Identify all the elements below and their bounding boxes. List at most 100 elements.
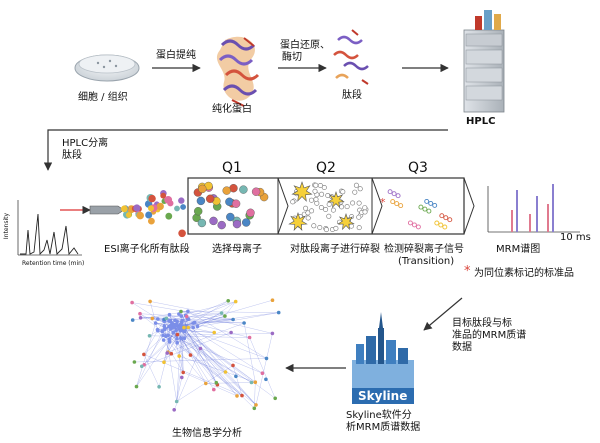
q2-fragment [326, 201, 332, 207]
q3-fragment [434, 220, 440, 226]
network-edge [180, 311, 273, 334]
collision-burst [327, 191, 345, 209]
ion-dot [165, 212, 173, 220]
ion-dot [136, 211, 144, 220]
network-node [167, 337, 171, 342]
q2-fragment [305, 215, 311, 221]
network-edge [225, 371, 257, 406]
label-star: * [380, 196, 386, 209]
q1-label: Q1 [222, 160, 242, 176]
network-node [181, 370, 185, 375]
q2-fragment [352, 189, 358, 195]
network-node [167, 312, 172, 317]
network-node [140, 364, 144, 369]
network-node [231, 363, 235, 368]
network-node [174, 399, 179, 404]
q2-fragment [333, 225, 339, 231]
network-edge [140, 315, 182, 318]
skyline-label-1: Skyline软件分 [346, 410, 412, 421]
q1-ion [217, 220, 226, 230]
network-node [169, 351, 174, 356]
interaction-network-icon [130, 298, 281, 412]
ion-dot [125, 212, 132, 218]
network-node [148, 299, 152, 304]
network-edge [224, 301, 236, 317]
network-edge [176, 377, 182, 402]
network-node [173, 318, 177, 323]
legend-star-icon: * [464, 264, 471, 279]
network-edge [193, 312, 279, 328]
network-node [165, 351, 169, 355]
network-edge [180, 311, 187, 327]
network-node [235, 394, 239, 398]
q1-ion [196, 196, 206, 206]
q1-ion [209, 216, 218, 226]
q2-fragment [303, 205, 309, 211]
network-node [212, 387, 216, 392]
network-node [132, 360, 137, 364]
network-node [233, 299, 238, 304]
q3-fragment [439, 213, 445, 219]
network-edge [175, 325, 243, 396]
q3-transition-chains: * [380, 189, 453, 230]
q1-ion [198, 184, 207, 194]
q3-fragment [395, 193, 401, 199]
peptide-fragments-icon [333, 29, 369, 85]
bioinfo-label: 生物信息学分析 [172, 428, 242, 439]
q2-fragment [290, 199, 296, 205]
ion-dot [156, 202, 164, 211]
network-edge [143, 325, 175, 355]
network-node [161, 333, 165, 338]
q2-fragment [339, 204, 345, 210]
q2-fragment [305, 210, 311, 216]
q3-fragment [411, 222, 417, 228]
network-edge [163, 339, 170, 363]
q2-fragment [356, 214, 362, 220]
detect-label-2: (Transition) [398, 256, 455, 267]
network-node [182, 336, 187, 341]
network-node [177, 354, 181, 358]
q2-fragment [340, 189, 346, 195]
ion-dot [145, 211, 153, 219]
esi-needle-icon [89, 205, 125, 215]
network-edge [177, 301, 236, 343]
network-node [178, 322, 183, 327]
network-node [174, 328, 178, 333]
chromatogram-x-label: Retention time (min) [22, 260, 85, 267]
network-edge [181, 329, 256, 383]
q1-ion [197, 218, 207, 228]
network-edge [176, 333, 273, 336]
network-edge [166, 318, 169, 336]
network-node [270, 331, 275, 336]
network-edge [163, 324, 174, 363]
collision-burst [337, 213, 355, 231]
network-edge [150, 301, 225, 317]
q2-fragment [317, 183, 323, 189]
network-node [172, 408, 176, 412]
q3-fragment [398, 203, 404, 209]
network-edge [182, 300, 229, 330]
peptides-label: 肽段 [342, 90, 362, 101]
network-node [177, 312, 181, 316]
network-node [172, 325, 177, 329]
network-node [254, 403, 258, 407]
q2-fragment [362, 209, 368, 215]
q2-fragment [308, 197, 314, 203]
q2-fragment [330, 207, 336, 213]
network-edge [143, 319, 165, 355]
hplc-instrument-icon [463, 10, 505, 113]
network-node [177, 325, 181, 330]
network-node [182, 328, 187, 333]
network-node [242, 321, 246, 325]
petri-dish-icon [74, 54, 140, 82]
purify-step-label: 蛋白提纯 [156, 50, 196, 61]
network-node [273, 396, 278, 401]
network-node [180, 375, 184, 380]
ion-dot [121, 205, 128, 213]
network-edge [184, 331, 257, 406]
network-node [130, 300, 134, 305]
network-node [229, 330, 233, 335]
network-node [231, 317, 235, 322]
network-node [138, 316, 143, 320]
q3-fragment [438, 222, 444, 228]
